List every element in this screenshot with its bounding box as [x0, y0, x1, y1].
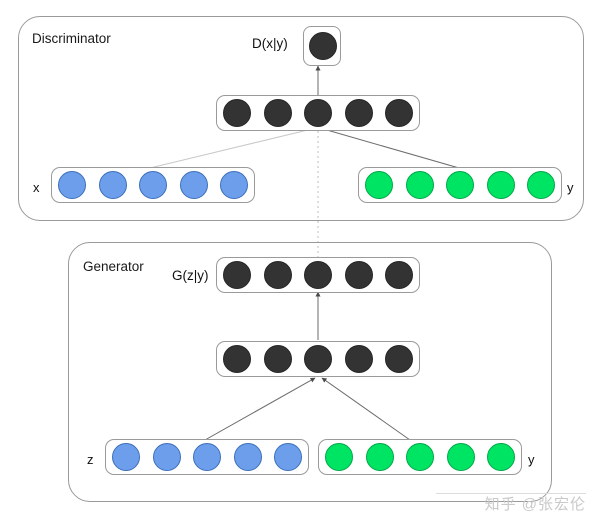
discriminator-output-label: D(x|y): [252, 36, 288, 51]
neuron-green: [446, 171, 474, 199]
neuron-green: [446, 443, 475, 471]
neuron-blue: [193, 443, 221, 471]
generator-input-y-label: y: [528, 452, 535, 467]
neuron-green: [486, 171, 515, 199]
neuron-dark: [304, 99, 332, 127]
generator-panel-label: Generator: [83, 259, 144, 274]
generator-input-y-group[interactable]: [318, 439, 522, 475]
watermark-text: 知乎 @张宏伦: [484, 496, 586, 513]
neuron-green: [405, 171, 434, 199]
generator-hidden-layer[interactable]: [216, 341, 420, 377]
neuron-dark: [263, 261, 292, 289]
neuron-blue: [139, 171, 167, 199]
neuron-dark: [385, 99, 413, 127]
neuron-green: [487, 443, 515, 471]
neuron-green: [365, 171, 393, 199]
generator-input-z-label: z: [87, 452, 94, 467]
discriminator-output-group[interactable]: [303, 26, 341, 66]
neuron-green: [365, 443, 394, 471]
watermark-rule: [436, 493, 586, 494]
generator-panel: [68, 242, 552, 502]
neuron-dark: [263, 345, 292, 373]
neuron-dark: [223, 99, 251, 127]
neuron-dark: [385, 261, 413, 289]
neuron-green: [325, 443, 353, 471]
neuron-green: [527, 171, 555, 199]
neuron-dark: [304, 261, 332, 289]
neuron-dark: [344, 345, 373, 373]
neuron-blue: [179, 171, 208, 199]
discriminator-input-y-group[interactable]: [358, 167, 562, 203]
discriminator-input-y-label: y: [567, 180, 574, 195]
neuron-blue: [98, 171, 127, 199]
neuron-blue: [112, 443, 140, 471]
generator-input-z-group[interactable]: [105, 439, 309, 475]
neuron-blue: [58, 171, 86, 199]
neuron-dark: [304, 345, 332, 373]
neuron-dark: [263, 99, 292, 127]
generator-output-label: G(z|y): [172, 268, 209, 283]
neuron-blue: [152, 443, 181, 471]
discriminator-hidden-layer[interactable]: [216, 95, 420, 131]
neuron-blue: [220, 171, 248, 199]
discriminator-panel: [18, 16, 584, 221]
neuron-dark: [344, 261, 373, 289]
neuron-blue: [233, 443, 262, 471]
discriminator-input-x-group[interactable]: [51, 167, 255, 203]
discriminator-input-x-label: x: [33, 180, 40, 195]
neuron-dark: [385, 345, 413, 373]
neuron-dark: [223, 261, 251, 289]
neuron-dark: [223, 345, 251, 373]
neuron-dark: [309, 32, 337, 60]
neuron-dark: [344, 99, 373, 127]
discriminator-panel-label: Discriminator: [32, 31, 111, 46]
generator-output-layer[interactable]: [216, 257, 420, 293]
neuron-blue: [274, 443, 302, 471]
neuron-green: [406, 443, 434, 471]
